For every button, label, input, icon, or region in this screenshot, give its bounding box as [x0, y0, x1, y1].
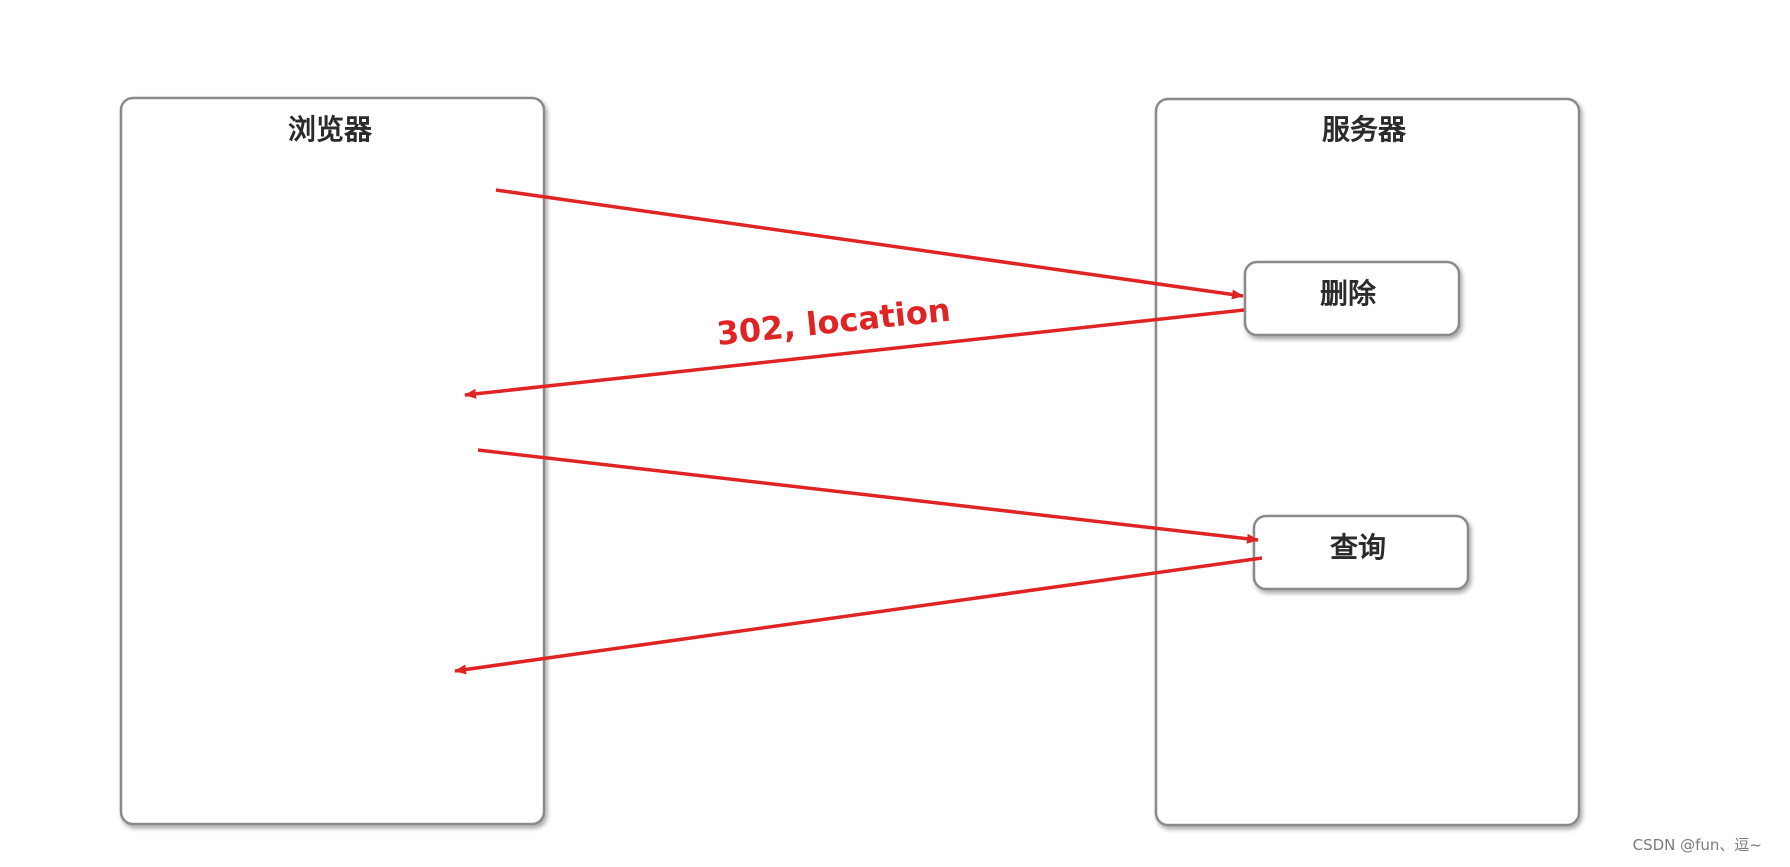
- query-node: 查询: [1252, 514, 1470, 591]
- arrow-browser-to-query: [477, 448, 1259, 544]
- arrow-delete-to-browser: [464, 308, 1245, 399]
- redirect-edge-label: 302, location: [715, 291, 952, 353]
- server-panel: 服务器: [1154, 97, 1581, 827]
- query-node-box: [1252, 514, 1470, 591]
- delete-node-box: [1243, 260, 1461, 337]
- server-panel-title: 服务器: [1322, 113, 1407, 146]
- delete-node-label: 删除: [1320, 277, 1377, 310]
- browser-panel-title: 浏览器: [288, 113, 373, 146]
- csdn-watermark: CSDN @fun、逗~: [1632, 836, 1762, 854]
- arrow-browser-to-delete: [495, 188, 1244, 300]
- arrow-query-to-browser: [454, 556, 1263, 675]
- browser-panel: 浏览器: [119, 96, 546, 826]
- delete-node: 删除: [1243, 260, 1461, 337]
- browser-panel-box: [119, 96, 546, 826]
- query-node-label: 查询: [1330, 531, 1386, 564]
- server-panel-box: [1154, 97, 1581, 827]
